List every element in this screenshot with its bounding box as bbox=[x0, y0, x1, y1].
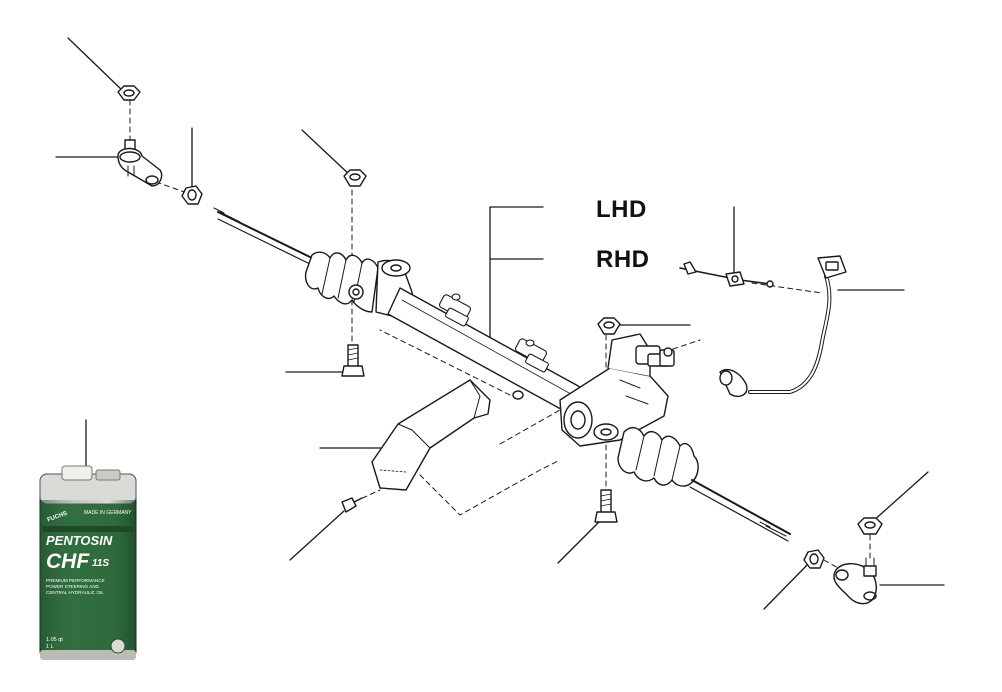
center-mount-bolt bbox=[594, 489, 618, 523]
leader-lines bbox=[55, 37, 945, 610]
assembly-dashes bbox=[129, 99, 871, 569]
can-product-name: CHF bbox=[46, 550, 90, 573]
upper-mount-nut bbox=[343, 169, 367, 187]
can-volume-1: 1.05 qt bbox=[46, 637, 63, 643]
can-description-2: POWER STEERING AND bbox=[46, 584, 100, 589]
lhd-label: LHD bbox=[596, 196, 647, 223]
can-description-1: PREMIUM PERFORMANCE bbox=[46, 578, 105, 583]
right-locknut bbox=[803, 549, 825, 569]
pressure-switch-harness bbox=[719, 255, 847, 398]
can-product-line: PENTOSIN bbox=[46, 533, 113, 548]
steering-rack bbox=[213, 207, 791, 542]
small-grommet bbox=[512, 390, 524, 400]
right-tie-rod-nut bbox=[857, 517, 883, 535]
left-tie-rod-end bbox=[117, 139, 163, 187]
can-made-in: MADE IN GERMANY bbox=[84, 510, 132, 516]
can-volume-2: 1 L bbox=[46, 644, 54, 650]
left-tie-rod-nut bbox=[117, 85, 141, 101]
can-product-code: 11S bbox=[92, 558, 109, 569]
small-bolt bbox=[341, 497, 363, 513]
pentosin-fluid-can bbox=[39, 465, 137, 660]
can-description-3: CENTRAL HYDRAULIC OIL bbox=[46, 590, 104, 595]
sensor-cable bbox=[679, 261, 774, 288]
center-mount-nut bbox=[597, 317, 621, 335]
heat-shield bbox=[371, 379, 491, 491]
right-tie-rod-end bbox=[833, 557, 877, 605]
left-mount-bolt bbox=[341, 344, 365, 377]
left-locknut bbox=[181, 185, 203, 205]
rhd-label: RHD bbox=[596, 246, 650, 273]
